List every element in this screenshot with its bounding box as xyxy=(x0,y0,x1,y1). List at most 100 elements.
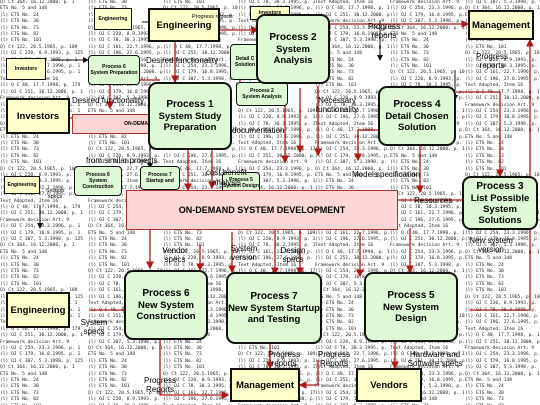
background-text-row: (l) ETS No. 82 xyxy=(163,358,202,364)
background-text-row: Framework decision Art. 9 xyxy=(238,160,308,166)
background-text-row: (l) ETS No. 82 xyxy=(465,404,540,405)
background-text-row: (l) ETS No. 30 xyxy=(0,19,39,25)
background-text-row: Q) Ct 122, 20.5.1965, p. 109 xyxy=(0,44,78,50)
process-number: Process 4 xyxy=(393,99,441,110)
background-text-row: (l) ETS No. 73 xyxy=(88,371,127,377)
background-text-row: (l) Q C 40, 17.7.1998, p. 179 xyxy=(315,6,390,12)
background-text-row: ETS No. 5 and 148 xyxy=(88,352,136,358)
process-name: New System Construction xyxy=(136,300,196,322)
background-text-row: Q) Ct 364, 16.12.2000, p. 1 xyxy=(88,345,163,351)
background-text-row: Q) Ct 364, 16.12.2000, p. 1 xyxy=(390,147,465,153)
external-engineering-top: Engineering xyxy=(148,8,220,42)
background-text-row: Q) Ct 364, 16.12.2000, p. 1 xyxy=(0,243,75,249)
background-text-row: Q) Ct 122, 20.5.1965, p. 109 xyxy=(465,51,540,57)
background-text-row: (l) ETS No. 24 xyxy=(390,38,429,44)
background-text-row: Text Adopted, Item 16 xyxy=(465,326,524,332)
background-text-row: (l) OJ C 254, 23.3.1996, p. 1 xyxy=(465,352,540,358)
background-text-row: (l) OJ C 220, 8.9.1993, p. 125 xyxy=(88,153,163,159)
background-text-row: (l) ETS No. 82 xyxy=(465,38,504,44)
background-text-row: (l) OJ C 251, 30.12.2000, p. 1 xyxy=(465,96,540,102)
background-text-row: Q) Ct 364, 16.12.2000, p. 1 xyxy=(465,371,540,377)
background-text-row: Text Adopted, Item 16 xyxy=(315,121,374,127)
flow-label-hardware-software-specs: Hardware and Software specs xyxy=(407,350,463,368)
background-text-row: Q) Ct 364, 16.12.2000, p. 1 xyxy=(465,128,540,134)
background-text-row: (l) ETS No. 24 xyxy=(0,256,39,262)
background-text-row: (l) ETS No. 101 xyxy=(0,160,42,166)
background-text-row: (l) OJ C 251, 30.12.2000, p. 1 xyxy=(0,333,83,339)
background-text-row: (l) ETS No. 73 xyxy=(163,352,202,358)
process-1-system-study-preparation: Process 1 System Study Preparation xyxy=(148,82,232,150)
process-name: List Possible System Solutions xyxy=(470,192,530,226)
background-text-row: (l) ETS No. 82 xyxy=(0,153,39,159)
background-text-row: (l) ETS No. 82 xyxy=(0,275,39,281)
background-text-row: (l) OJ C 254, 23.3.1996, p. 1 xyxy=(390,6,465,12)
background-text-row: (l) ETS No. 82 xyxy=(88,256,127,262)
process-name: New System Design xyxy=(383,302,439,324)
background-text-row: Q) Ct 122, 20.5.1965, p. 109 xyxy=(238,352,315,358)
background-text-row: ETS No. 5 and 148 xyxy=(390,32,438,38)
background-text-row: (l) ETS No. 101 xyxy=(390,64,432,70)
background-text-row: Framework decision Art. 9 xyxy=(315,262,385,268)
flow-label-from-similar-projects: from similar projects xyxy=(86,156,158,165)
process-4-detail-chosen-solution: Process 4 Detail Chosen Solution xyxy=(378,86,456,146)
mini-node-label: Investors xyxy=(14,66,38,72)
background-text-row: (l) OJ C 196, 27.6.1995, p. 1 xyxy=(163,153,238,159)
external-management-bottom: Management xyxy=(230,368,300,402)
mini-node-number: Process 6 xyxy=(102,64,126,70)
background-text-row: (l) OJ C 251, 30.12.2000, p. 1 xyxy=(0,211,83,217)
background-text-row: Q) Ct 122, 20.5.1965, p. 109 xyxy=(238,108,315,114)
mini-node-number: Detail C xyxy=(235,56,255,62)
background-text-row: (l) Q C 40, 17.7.1998, p. 179 xyxy=(0,205,81,210)
flow-label-progress-reports-top-right: Progress reports xyxy=(367,22,400,40)
background-text-row: (l) ETS No. 82 xyxy=(390,179,429,185)
background-text-row: (l) OJ C 307, 5.3.1998, p. 125 xyxy=(0,358,83,364)
mini-node-number: Process 5 xyxy=(229,177,253,183)
background-text-row: (l) OJ C 78, 30.3.1995, p. 1 xyxy=(88,160,163,166)
background-text-row: (l) ETS No. 73 xyxy=(390,172,429,178)
flow-label-system-version: System version xyxy=(230,244,258,262)
background-text-row: ETS No. 5 and 148 xyxy=(0,249,48,255)
background-text-row: Text Adopted, Item 16 xyxy=(238,140,297,146)
background-text-row: (l) ETS No. 73 xyxy=(163,230,202,236)
process-number: Process 7 xyxy=(250,291,298,302)
mini-node-label: System Preparation xyxy=(90,70,138,76)
background-text-row: Framework decision Art. 9 xyxy=(390,243,460,249)
background-text-row: Q) Ct 364, 16.12.2000, p. 1 xyxy=(465,6,540,12)
background-text-row: (l) OJ C 179, 16.8.1995, p. 1 xyxy=(465,358,540,364)
process-name: System Study Preparation xyxy=(158,111,222,133)
background-text-row: (l) ETS No. 82 xyxy=(465,160,504,166)
background-text-row: (l) OJ C 251, 30.12.2000, p. 1 xyxy=(390,237,465,243)
flow-label-documentation: documentation xyxy=(232,126,285,135)
background-text-row: (l) OJ C 179, 16.8.1995, p. 1 xyxy=(0,230,81,236)
flow-label-analysis: analysis xyxy=(212,178,241,187)
process-number: Process 6 xyxy=(142,288,190,299)
background-text-row: (l) ETS No. 73 xyxy=(390,51,429,57)
background-text-row: (l) ETS No. 101 xyxy=(163,0,205,5)
background-text-row: (l) OJ C 78, 30.3.1995, p. 1 xyxy=(315,345,390,351)
background-text-row: Text Adopted, Item 16 xyxy=(238,262,297,268)
background-text-row: (l) OJ C 196, 27.6.1995, p. 1 xyxy=(465,320,540,326)
background-text-row: (l) OJ C 161, 22.7.1996, p. 1 xyxy=(88,44,163,50)
background-text-row: ETS No. 5 and 148 xyxy=(465,256,513,262)
external-investors: Investors xyxy=(6,98,70,134)
background-text-row: (l) ETS No. 30 xyxy=(0,384,39,390)
background-text-row: Text Adopted, Item 16 xyxy=(465,83,524,89)
background-text-row: Text Adopted, Item 16 xyxy=(315,243,374,249)
background-text-row: ETS No. 5 and 148 xyxy=(0,371,48,377)
background-text-row: (l) OJ C 254, 23.3.1996, p. 1 xyxy=(238,166,315,172)
background-text-row: (l) Q C 40, 17.7.1998, p. 179 xyxy=(238,269,315,275)
flow-label-progress-reports-right: Progress reports xyxy=(475,52,508,70)
mini-node-label: Engineering xyxy=(7,182,37,188)
background-text-row: Text Adopted, Item 16 xyxy=(315,0,374,5)
process-7-new-system-startup-and-testing: Process 7 New System Startup and Testing xyxy=(226,272,322,344)
background-text-row: (l) OJ C 161, 22.7.1996, p. 1 xyxy=(238,249,315,255)
background-text-row: Q) Ct 122, 20.5.1965, p. 109 xyxy=(163,249,238,255)
flow-label-necessary-functionality: Necessary functionality xyxy=(315,96,359,114)
flow-label-resources: Resources xyxy=(414,196,453,205)
process-name: New System Startup and Testing xyxy=(228,303,320,325)
flow-label-system-specs-bottom: System specs xyxy=(80,318,108,336)
